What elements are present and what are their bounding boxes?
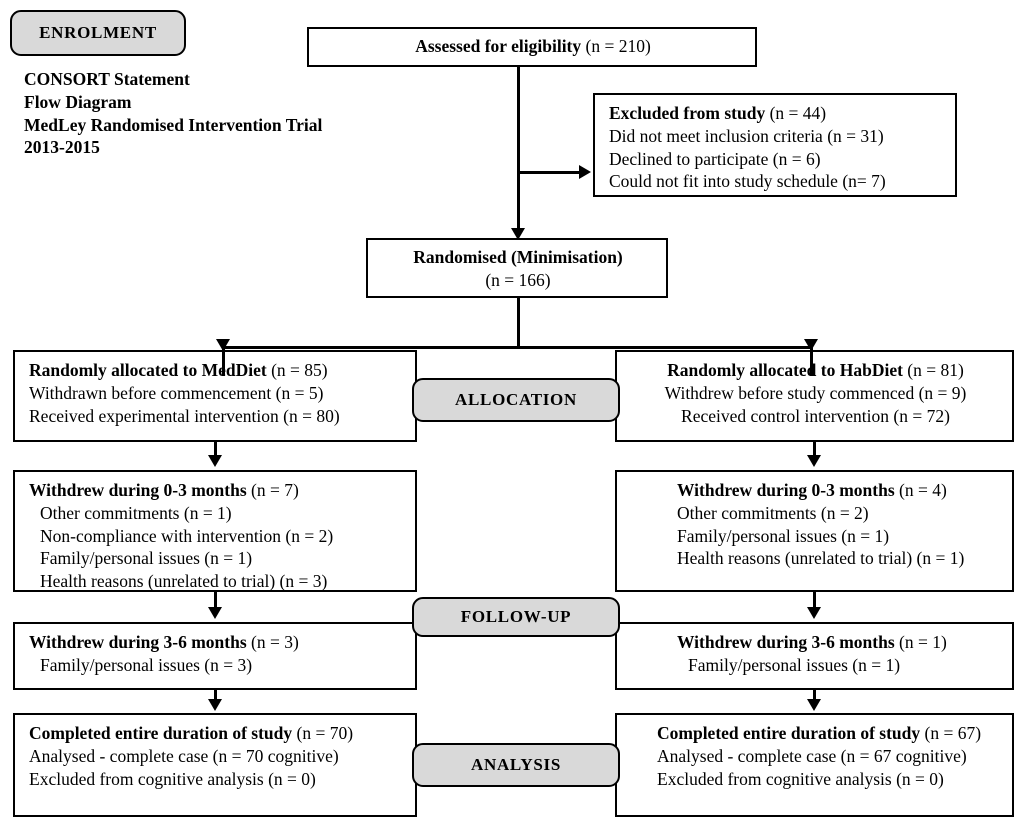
box-allocation-meddiet: Randomly allocated to MedDiet (n = 85) W… bbox=[13, 350, 417, 442]
connector-split-right bbox=[810, 346, 813, 376]
connector-eligibility-to-randomised bbox=[517, 67, 520, 228]
randomised-heading: Randomised (Minimisation) bbox=[413, 247, 623, 267]
followup03-right-count: (n = 4) bbox=[899, 480, 947, 500]
caption-line-4: 2013-2015 bbox=[24, 137, 100, 158]
connector-split-left bbox=[222, 346, 225, 376]
allocation-left-count: (n = 85) bbox=[271, 360, 328, 380]
arrowhead-allocation-right bbox=[804, 339, 818, 351]
box-analysis-habdiet: Completed entire duration of study (n = … bbox=[615, 713, 1014, 817]
analysis-left-heading: Completed entire duration of study bbox=[29, 723, 293, 743]
followup03-left-count: (n = 7) bbox=[251, 480, 299, 500]
excluded-reason: Did not meet inclusion criteria (n = 31) bbox=[609, 125, 884, 146]
followup03-left-line: Other commitments (n = 1) bbox=[40, 502, 232, 523]
analysis-right-count: (n = 67) bbox=[924, 723, 982, 743]
box-followup-0-3-meddiet: Withdrew during 0-3 months (n = 7) Other… bbox=[13, 470, 417, 592]
analysis-left-line: Analysed - complete case (n = 70 cogniti… bbox=[29, 745, 339, 766]
arrowhead-fu36-right bbox=[807, 607, 821, 619]
box-excluded-from-study: Excluded from study (n = 44) Did not mee… bbox=[593, 93, 957, 197]
box-followup-3-6-habdiet: Withdrew during 3-6 months (n = 1) Famil… bbox=[615, 622, 1014, 690]
stage-label-followup: FOLLOW-UP bbox=[412, 597, 620, 637]
followup03-right-heading: Withdrew during 0-3 months bbox=[677, 480, 895, 500]
stage-label-analysis-text: ANALYSIS bbox=[470, 755, 561, 774]
allocation-left-line: Received experimental intervention (n = … bbox=[29, 405, 340, 426]
allocation-right-heading: Randomly allocated to HabDiet bbox=[667, 360, 903, 380]
connector-to-excluded bbox=[517, 171, 580, 174]
connector-randomised-stem bbox=[517, 298, 520, 348]
connector-alloc-left-down bbox=[214, 442, 217, 458]
arrowhead-analysis-left bbox=[208, 699, 222, 711]
followup36-left-count: (n = 3) bbox=[251, 632, 299, 652]
analysis-right-heading: Completed entire duration of study bbox=[657, 723, 921, 743]
arrowhead-analysis-right bbox=[807, 699, 821, 711]
arrowhead-followup-right bbox=[807, 455, 821, 467]
assessed-count: (n = 210) bbox=[585, 36, 651, 56]
followup36-right-line: Family/personal issues (n = 1) bbox=[688, 654, 901, 675]
followup03-left-line: Health reasons (unrelated to trial) (n =… bbox=[40, 571, 328, 591]
followup03-right-line: Health reasons (unrelated to trial) (n =… bbox=[677, 548, 965, 569]
assessed-heading: Assessed for eligibility bbox=[415, 36, 582, 56]
stage-label-allocation-text: ALLOCATION bbox=[455, 390, 577, 409]
allocation-right-line: Withdrew before study commenced (n = 9) bbox=[664, 382, 967, 403]
allocation-right-count: (n = 81) bbox=[907, 360, 964, 380]
followup03-left-heading: Withdrew during 0-3 months bbox=[29, 480, 247, 500]
followup03-right-line: Family/personal issues (n = 1) bbox=[677, 525, 890, 546]
analysis-right-line: Excluded from cognitive analysis (n = 0) bbox=[657, 768, 944, 789]
stage-label-enrolment: ENROLMENT bbox=[10, 10, 186, 56]
analysis-left-line: Excluded from cognitive analysis (n = 0) bbox=[29, 768, 316, 789]
excluded-count: (n = 44) bbox=[769, 103, 827, 123]
analysis-right-line: Analysed - complete case (n = 67 cogniti… bbox=[657, 745, 967, 766]
stage-label-allocation: ALLOCATION bbox=[412, 378, 620, 422]
followup36-left-heading: Withdrew during 3-6 months bbox=[29, 632, 247, 652]
followup36-left-line: Family/personal issues (n = 3) bbox=[40, 654, 253, 675]
box-assessed-for-eligibility: Assessed for eligibility (n = 210) bbox=[307, 27, 757, 67]
box-allocation-habdiet: Randomly allocated to HabDiet (n = 81) W… bbox=[615, 350, 1014, 442]
excluded-heading: Excluded from study bbox=[609, 103, 766, 123]
allocation-right-line: Received control intervention (n = 72) bbox=[681, 405, 950, 426]
connector-randomised-split bbox=[223, 346, 812, 349]
allocation-left-heading: Randomly allocated to MedDiet bbox=[29, 360, 267, 380]
box-followup-0-3-habdiet: Withdrew during 0-3 months (n = 4) Other… bbox=[615, 470, 1014, 592]
followup03-right-line: Other commitments (n = 2) bbox=[677, 502, 869, 523]
allocation-left-line: Withdrawn before commencement (n = 5) bbox=[29, 382, 324, 403]
excluded-reason: Could not fit into study schedule (n= 7) bbox=[609, 171, 886, 192]
followup03-left-line: Family/personal issues (n = 1) bbox=[40, 548, 253, 569]
connector-fu36-right-down bbox=[813, 690, 816, 701]
connector-fu03-left-down bbox=[214, 592, 217, 609]
excluded-reason: Declined to participate (n = 6) bbox=[609, 148, 821, 169]
arrowhead-allocation-left bbox=[216, 339, 230, 351]
stage-label-enrolment-text: ENROLMENT bbox=[39, 23, 157, 42]
analysis-left-count: (n = 70) bbox=[296, 723, 354, 743]
randomised-count: (n = 166) bbox=[485, 269, 551, 290]
connector-fu36-left-down bbox=[214, 690, 217, 701]
box-followup-3-6-meddiet: Withdrew during 3-6 months (n = 3) Famil… bbox=[13, 622, 417, 690]
connector-alloc-right-down bbox=[813, 442, 816, 458]
box-randomised: Randomised (Minimisation) (n = 166) bbox=[366, 238, 668, 298]
connector-fu03-right-down bbox=[813, 592, 816, 609]
box-analysis-meddiet: Completed entire duration of study (n = … bbox=[13, 713, 417, 817]
stage-label-analysis: ANALYSIS bbox=[412, 743, 620, 787]
followup03-left-line: Non-compliance with intervention (n = 2) bbox=[40, 525, 334, 546]
caption-line-1: CONSORT Statement bbox=[24, 69, 190, 89]
followup36-right-count: (n = 1) bbox=[899, 632, 947, 652]
arrowhead-to-randomised bbox=[511, 228, 525, 240]
caption-line-3: MedLey Randomised Intervention Trial bbox=[24, 114, 323, 135]
stage-label-followup-text: FOLLOW-UP bbox=[460, 607, 572, 626]
caption-line-2: Flow Diagram bbox=[24, 91, 132, 112]
diagram-caption: CONSORT Statement Flow Diagram MedLey Ra… bbox=[24, 68, 322, 159]
arrowhead-fu36-left bbox=[208, 607, 222, 619]
arrowhead-to-excluded bbox=[579, 165, 591, 179]
followup36-right-heading: Withdrew during 3-6 months bbox=[677, 632, 895, 652]
arrowhead-followup-left bbox=[208, 455, 222, 467]
